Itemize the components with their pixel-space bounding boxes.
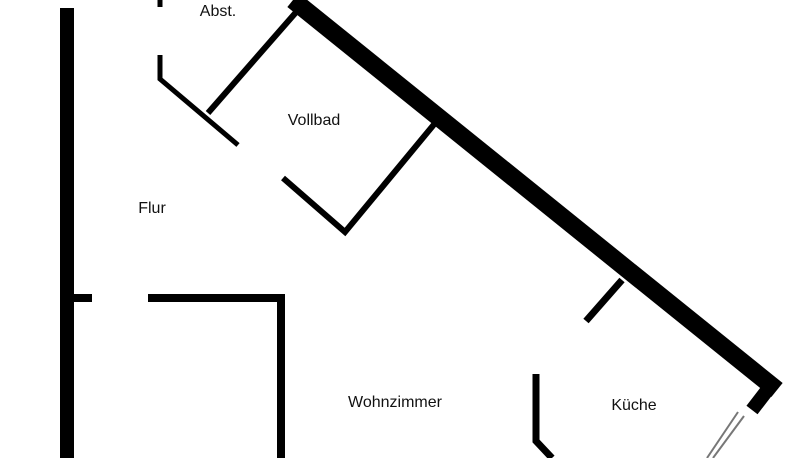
wall-abst-vollbad xyxy=(205,8,301,115)
wall-kueche-stub xyxy=(583,277,625,324)
wall-vollbad-lower xyxy=(281,120,439,237)
room-label-wohnzimmer: Wohnzimmer xyxy=(348,394,443,411)
room-label-abst: Abst. xyxy=(200,3,236,20)
wall-kueche-left xyxy=(532,374,555,458)
outer-wall-diagonal xyxy=(287,0,783,398)
wall-wohnzimmer-partition xyxy=(148,294,285,458)
room-label-flur: Flur xyxy=(138,200,166,217)
window xyxy=(706,411,745,458)
room-label-kueche: Küche xyxy=(611,397,656,414)
room-label-vollbad: Vollbad xyxy=(288,112,341,129)
wall-abst-jamb-lower xyxy=(157,55,240,147)
outer-wall-right-end xyxy=(746,379,778,415)
